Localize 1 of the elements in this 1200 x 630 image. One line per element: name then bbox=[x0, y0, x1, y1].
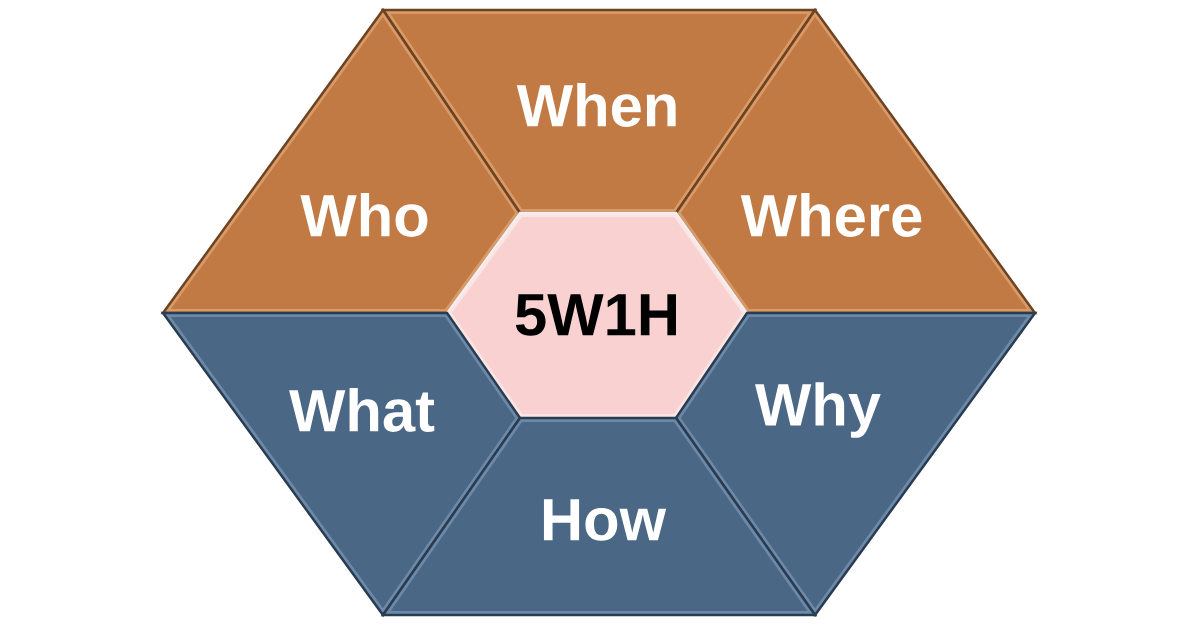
node-label: How bbox=[543, 499, 667, 541]
